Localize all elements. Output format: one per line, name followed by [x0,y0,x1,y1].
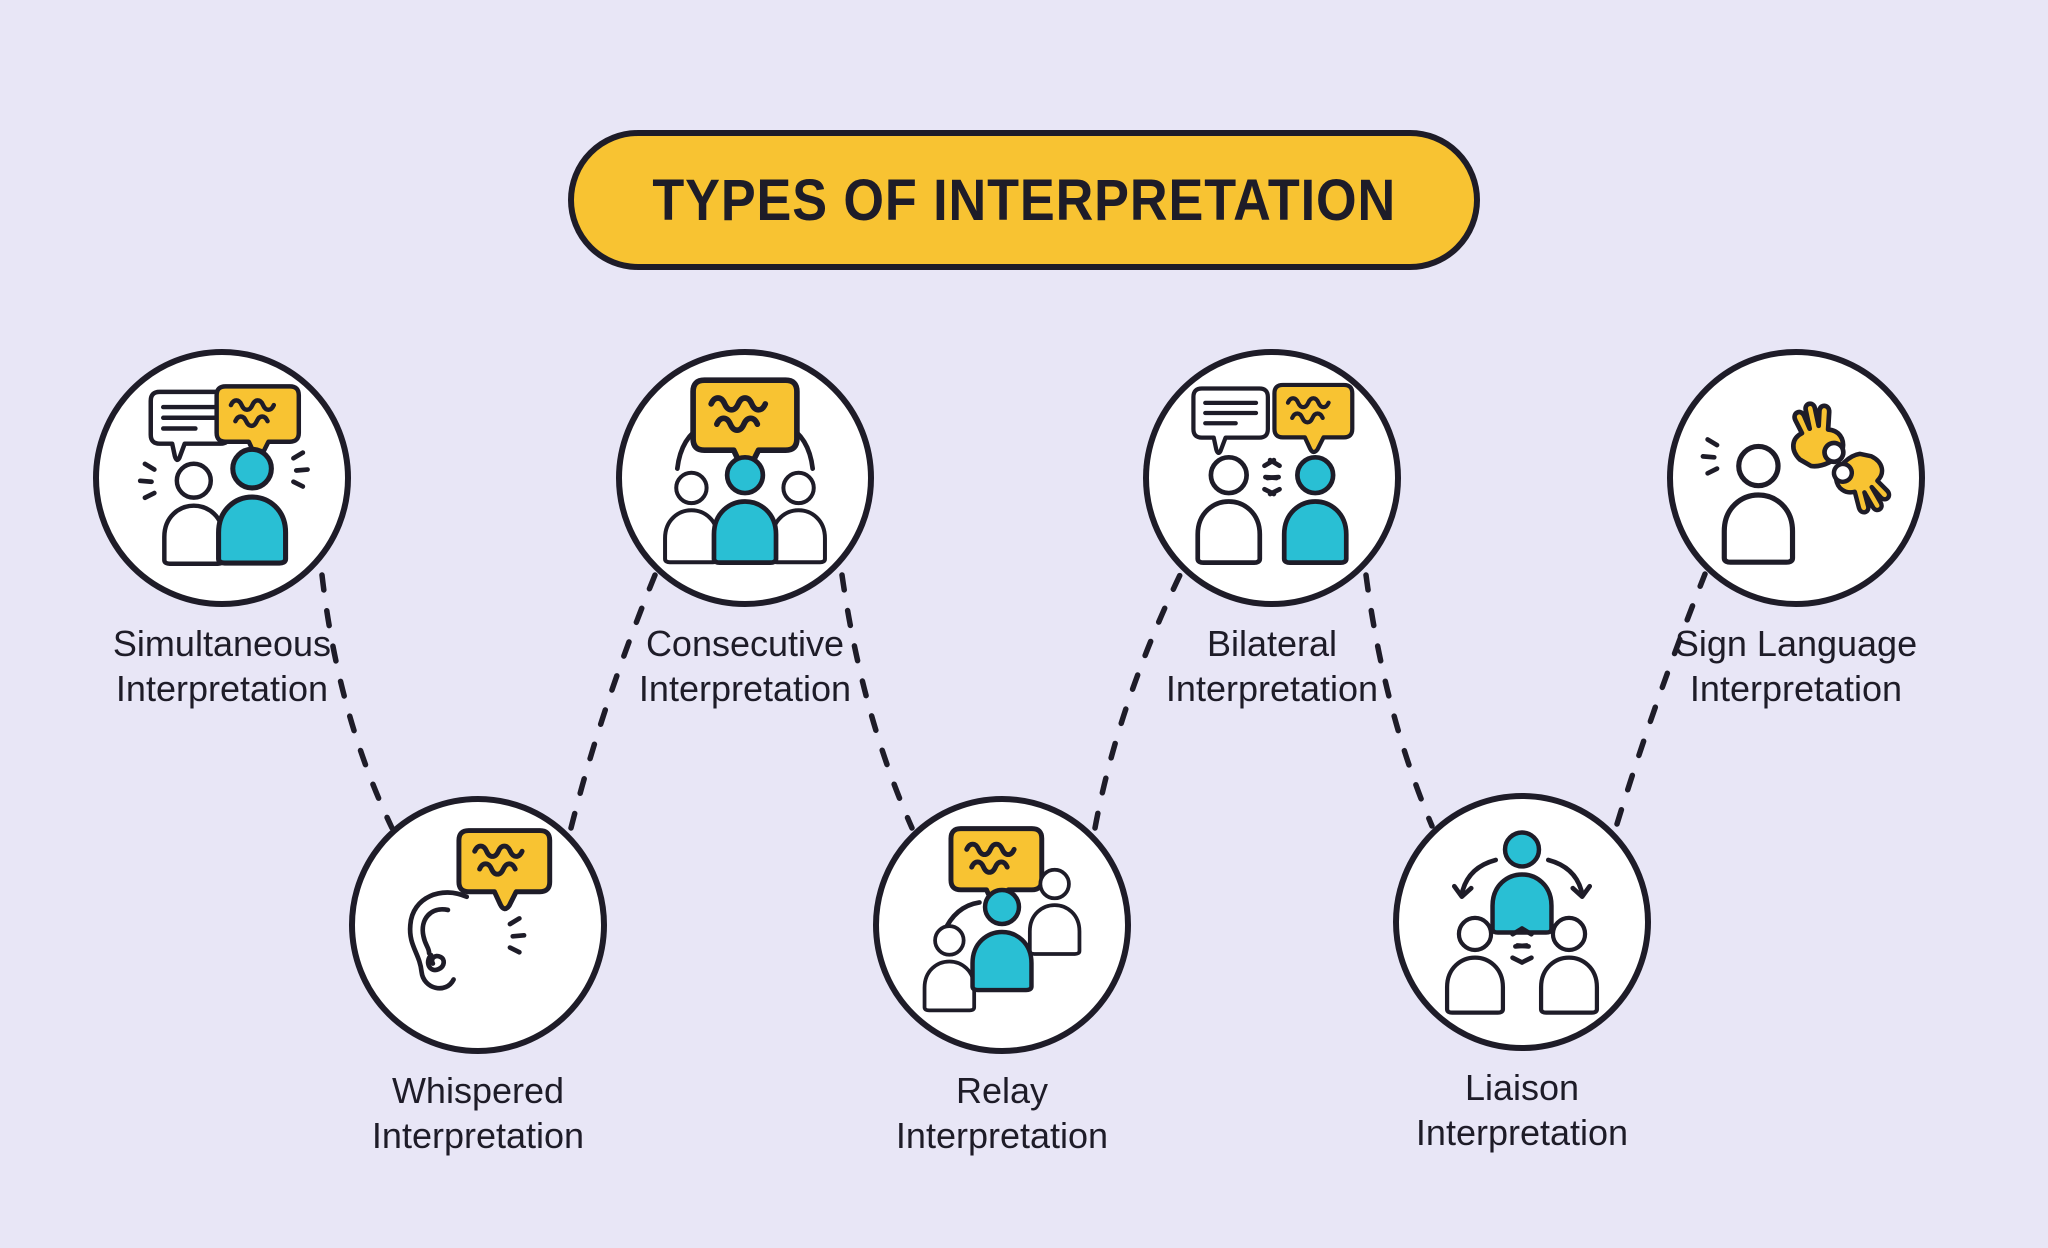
sign-language-circle [1667,349,1925,607]
node-label-line1: Simultaneous [112,623,332,664]
node-label-line1: Bilateral [1206,623,1338,664]
node-label: Consecutive Interpretation [639,621,851,712]
node-consecutive: Consecutive Interpretation [565,349,925,712]
ear-shape [407,890,470,991]
node-liaison: Liaison Interpretation [1342,793,1702,1156]
right-arrow [1545,857,1585,897]
node-label-line2: Interpretation [1165,668,1379,710]
node-label-line1: Whispered [391,1070,565,1111]
node-label-line2: Interpretation [638,668,852,710]
two-people-dialogue-icon [1178,384,1366,572]
node-relay: Relay Interpretation [822,796,1182,1159]
two-speakers-speech-bubbles-icon [128,384,316,572]
bilateral-circle [1143,349,1401,607]
node-label: Whispered Interpretation [372,1068,584,1159]
node-label-line1: Liaison [1464,1067,1580,1108]
node-label-line2: Interpretation [371,1115,585,1157]
node-bilateral: Bilateral Interpretation [1092,349,1452,712]
simultaneous-circle [93,349,351,607]
liaison-circle [1393,793,1651,1051]
relay-people-icon [922,831,1082,1013]
node-label-line2: Interpretation [895,1115,1109,1157]
node-label-line1: Relay [955,1070,1049,1111]
consecutive-circle [616,349,874,607]
whispered-circle [349,796,607,1054]
node-whispered: Whispered Interpretation [298,796,658,1159]
relay-circle [873,796,1131,1054]
node-simultaneous: Simultaneous Interpretation [42,349,402,712]
node-label: Bilateral Interpretation [1166,621,1378,712]
node-label-line2: Interpretation [115,668,329,710]
node-label: Relay Interpretation [896,1068,1108,1159]
person-signing-hands-icon [1702,384,1890,572]
node-label: Sign Language Interpretation [1675,621,1917,712]
page-title: TYPES OF INTERPRETATION [652,167,1396,233]
node-label: Simultaneous Interpretation [113,621,331,712]
left-arrow [1459,857,1499,897]
node-sign-language: Sign Language Interpretation [1616,349,1976,712]
node-label-line2: Interpretation [1415,1112,1629,1154]
three-people-speech-bubble-icon [663,384,827,572]
node-label-line2: Interpretation [1689,668,1903,710]
node-label: Liaison Interpretation [1416,1065,1628,1156]
node-label-line1: Consecutive [645,623,845,664]
mediator-people-icon [1428,828,1616,1016]
ear-speech-bubble-icon [407,831,572,991]
title-banner: TYPES OF INTERPRETATION [568,130,1480,270]
node-label-line1: Sign Language [1674,623,1918,664]
